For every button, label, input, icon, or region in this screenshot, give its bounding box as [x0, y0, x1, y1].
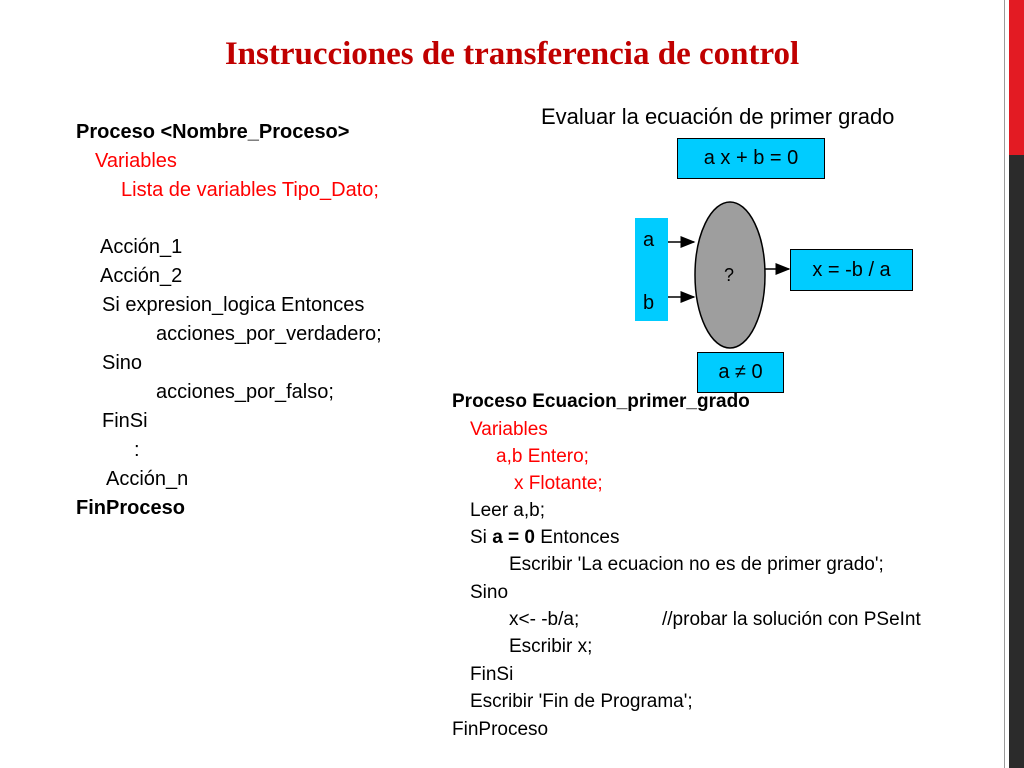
code-line: Acción_1: [100, 236, 183, 258]
input-a-label: a: [643, 229, 655, 251]
code-line: Variables: [470, 419, 548, 440]
code-line: Escribir 'Fin de Programa';: [470, 691, 693, 712]
code-comment: //probar la solución con PSeInt: [662, 609, 921, 630]
inputs-box: a b: [635, 218, 668, 321]
code-fragment-bold: a = 0: [492, 527, 535, 548]
code-line: Sino: [102, 352, 143, 374]
code-line: Acción_2: [100, 265, 183, 287]
code-line: Proceso Ecuacion_primer_grado: [452, 391, 750, 412]
slide-title: Instrucciones de transferencia de contro…: [224, 36, 800, 72]
slide-edge-line: [1004, 0, 1005, 768]
code-line: Leer a,b;: [470, 500, 545, 521]
code-line: acciones_por_verdadero;: [156, 323, 382, 345]
code-line: FinProceso: [76, 497, 185, 519]
result-box: x = -b / a: [790, 249, 913, 291]
code-line: Lista de variables Tipo_Dato;: [121, 179, 379, 201]
code-line: x Flotante;: [514, 473, 603, 494]
code-line: Acción_n: [106, 468, 189, 490]
code-line: FinSi: [102, 410, 148, 432]
input-b-label: b: [643, 292, 655, 314]
code-line: FinSi: [470, 664, 514, 685]
code-line: a,b Entero;: [496, 446, 589, 467]
equation-box: a x + b = 0: [677, 138, 825, 179]
code-line: Variables: [95, 150, 177, 172]
code-line: x<- -b/a;: [509, 609, 580, 630]
slide-edge-gap: [1005, 0, 1009, 768]
code-fragment: Entonces: [534, 527, 620, 548]
slide-edge-red-bar: [1009, 0, 1024, 155]
code-line: FinProceso: [452, 719, 549, 740]
code-line: Si a = 0 Entonces: [470, 526, 619, 550]
diagram-heading: Evaluar la ecuación de primer grado: [541, 104, 895, 129]
code-line: Escribir 'La ecuacion no es de primer gr…: [509, 554, 884, 575]
code-line: Escribir x;: [509, 636, 593, 657]
decision-label: ?: [724, 265, 735, 285]
code-line: Sino: [470, 582, 509, 603]
condition-box: a ≠ 0: [697, 352, 784, 393]
code-line: Proceso <Nombre_Proceso>: [76, 121, 350, 143]
code-line: Si expresion_logica Entonces: [102, 294, 365, 316]
code-line: :: [134, 439, 140, 461]
code-line: acciones_por_falso;: [156, 381, 334, 403]
code-fragment: Si: [470, 527, 493, 548]
slide-edge-dark-bar: [1009, 155, 1024, 768]
